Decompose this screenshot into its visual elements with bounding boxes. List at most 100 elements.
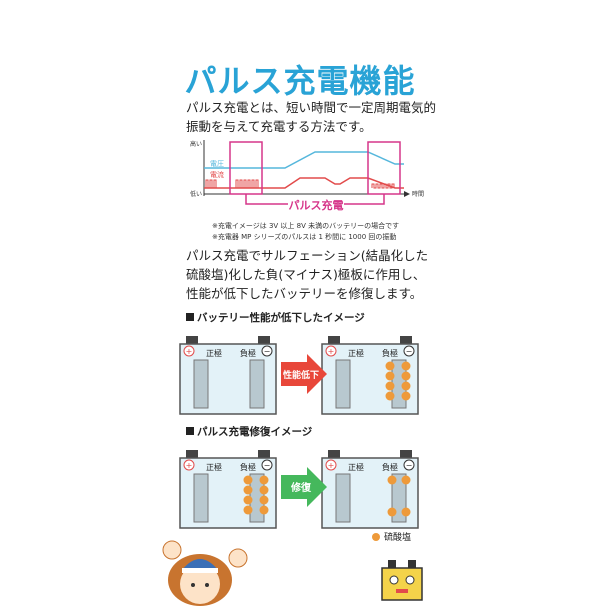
current-line (204, 177, 404, 189)
positive-terminal (328, 336, 340, 344)
plus-sign: + (186, 461, 193, 470)
sulfate-crystal (259, 485, 269, 495)
mascot-cap-band (182, 568, 218, 573)
desc-line-2: 硫酸塩)化した負(マイナス)極板に作用し、 (186, 267, 426, 282)
positive-terminal (328, 450, 340, 458)
sulfate-crystal (401, 371, 411, 381)
plus-icon (325, 459, 337, 471)
y-high-label: 高い (190, 140, 202, 148)
voltage-line (204, 151, 404, 169)
degrade-arrow-label: 性能低下 (283, 369, 319, 381)
intro-line-1: パルス充電とは、短い時間で一定周期電気的 (186, 100, 437, 115)
sulfate-dot-icon (372, 533, 380, 541)
mascot-hand-left (162, 540, 182, 560)
footnotes: ※充電イメージは 3V 以上 8V 未満のバッテリーの場合です ※充電器 MP … (212, 221, 399, 243)
positive-label: 正極 (206, 462, 222, 472)
mascot-face (180, 564, 220, 604)
sulfate-crystal (385, 361, 395, 371)
pulse-label-bg (288, 196, 344, 212)
mascot-cap (182, 559, 218, 570)
intro-text: パルス充電とは、短い時間で一定周期電気的 振動を与えて充電する方法です。 (186, 98, 446, 136)
minus-icon (403, 459, 415, 471)
minus-sign: − (406, 347, 413, 356)
pulse-wave-left (205, 179, 259, 189)
sulfate-crystal (385, 391, 395, 401)
degrade-arrow: 性能低下 (281, 354, 327, 394)
plus-icon (183, 345, 195, 357)
battery-after-2: +−正極負極 (321, 450, 419, 529)
positive-label: 正極 (206, 348, 222, 358)
mascot-character (162, 540, 248, 606)
positive-label: 正極 (348, 348, 364, 358)
negative-plate (249, 359, 265, 409)
robot-mouth (396, 589, 408, 593)
sulfate-crystal (401, 391, 411, 401)
degrade-arrow-shape (281, 354, 327, 394)
sulfate-crystal (243, 475, 253, 485)
positive-plate (193, 473, 209, 523)
repair-arrow-label: 修復 (290, 481, 312, 494)
robot-eye-left (389, 575, 399, 585)
note-1: ※充電イメージは 3V 以上 8V 未満のバッテリーの場合です (212, 222, 400, 230)
x-axis-arrow-icon (404, 191, 410, 197)
desc-line-3: 性能が低下したバッテリーを修復します。 (186, 286, 423, 301)
plus-sign: + (328, 347, 335, 356)
negative-terminal (400, 450, 412, 458)
current-label: 電流 (210, 170, 224, 179)
negative-terminal (400, 336, 412, 344)
heading-bullet-icon (186, 427, 194, 435)
legend-label: 硫酸塩 (384, 533, 412, 543)
section1-heading: バッテリー性能が低下したイメージ (186, 310, 365, 325)
page-title: パルス充電機能 (184, 62, 416, 100)
minus-icon (261, 459, 273, 471)
minus-icon (261, 345, 273, 357)
pulse-label: パルス充電 (289, 198, 344, 212)
sulfate-crystal (259, 475, 269, 485)
plus-sign: + (328, 461, 335, 470)
positive-plate (335, 359, 351, 409)
note-2: ※充電器 MP シリーズのパルスは 1 秒間に 1000 回の振動 (212, 233, 397, 241)
sulfate-crystal (243, 505, 253, 515)
mascot-eye-left (191, 583, 195, 587)
sulfate-crystal (401, 361, 411, 371)
minus-sign: − (264, 347, 271, 356)
battery-before-2: + − 正極 負極 (179, 450, 277, 529)
repair-arrow: 修復 (281, 467, 327, 507)
sulfate-crystal (259, 495, 269, 505)
heading-bullet-icon (186, 313, 194, 321)
sulfate-crystal (385, 371, 395, 381)
plus-icon (183, 459, 195, 471)
negative-label: 負極 (382, 462, 398, 472)
intro-line-2: 振動を与えて充電する方法です。 (186, 119, 372, 134)
plus-sign: + (186, 347, 193, 356)
desc-line-1: パルス充電でサルフェーション(結晶化した (186, 248, 429, 263)
minus-sign: − (406, 461, 413, 470)
sulfate-crystal (243, 485, 253, 495)
voltage-label: 電圧 (210, 160, 224, 168)
negative-label: 負極 (240, 348, 256, 358)
minus-icon (403, 345, 415, 357)
positive-terminal (186, 336, 198, 344)
sulfate-crystal (387, 507, 397, 517)
pulse-wave-right (371, 183, 395, 189)
battery-after-1: +−正極負極 (321, 336, 419, 415)
y-low-label: 低い (190, 190, 202, 198)
section2-heading-text: パルス充電修復イメージ (197, 426, 313, 438)
negative-terminal (258, 450, 270, 458)
negative-terminal (258, 336, 270, 344)
description-text: パルス充電でサルフェーション(結晶化した 硫酸塩)化した負(マイナス)極板に作用… (186, 246, 436, 303)
sulfate-crystal (243, 495, 253, 505)
sulfate-legend: 硫酸塩 (372, 530, 411, 543)
sulfate-crystal (401, 475, 411, 485)
sulfate-crystal (387, 475, 397, 485)
time-label: 時間 (412, 190, 424, 198)
positive-plate (335, 473, 351, 523)
section1-heading-text: バッテリー性能が低下したイメージ (197, 312, 365, 324)
robot-terminal-left (388, 560, 396, 568)
sulfate-crystal (385, 381, 395, 391)
robot-eye-right (405, 575, 415, 585)
positive-plate (193, 359, 209, 409)
negative-label: 負極 (240, 462, 256, 472)
mascot-eye-right (205, 583, 209, 587)
minus-sign: − (264, 461, 271, 470)
